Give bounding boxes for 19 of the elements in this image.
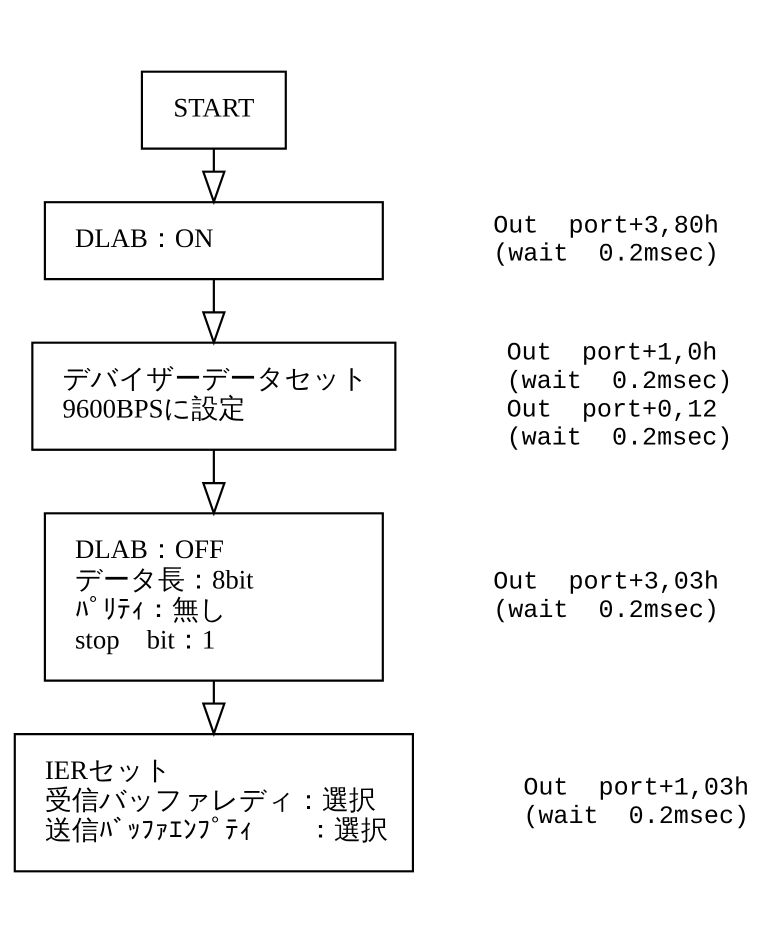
node-box: START xyxy=(140,70,287,150)
node-label: (wait 0.2msec) xyxy=(506,423,732,452)
node-label: (wait 0.2msec) xyxy=(506,366,732,396)
node-label: Out port+3,80h xyxy=(493,210,719,240)
node-label: (wait 0.2msec) xyxy=(493,596,719,625)
node-label: Out port+1,03h xyxy=(523,772,750,802)
arrow xyxy=(202,148,226,205)
node-box: DLAB：ON xyxy=(44,200,384,280)
node-box: DLAB：OFF データ長：8bit ﾊﾟﾘﾃｨ：無し stop bit：1 xyxy=(44,512,384,682)
node-label: Out port+3,03h xyxy=(493,567,719,596)
arrow xyxy=(202,449,226,516)
node-label: (wait 0.2msec) xyxy=(523,801,750,830)
node-label: Out port+0,12 xyxy=(506,394,718,424)
node-box: デバイザーデータセット 9600BPSに設定 xyxy=(31,341,396,450)
node-label: Out port+1,0h xyxy=(506,338,718,367)
arrow xyxy=(202,680,226,736)
node-box: IERセット 受信バッファレディ：選択 送信ﾊﾞｯﾌｧｴﾝﾌﾟﾃｨ ：選択 xyxy=(14,732,414,872)
node-label: (wait 0.2msec) xyxy=(493,239,719,268)
arrow xyxy=(202,278,226,346)
